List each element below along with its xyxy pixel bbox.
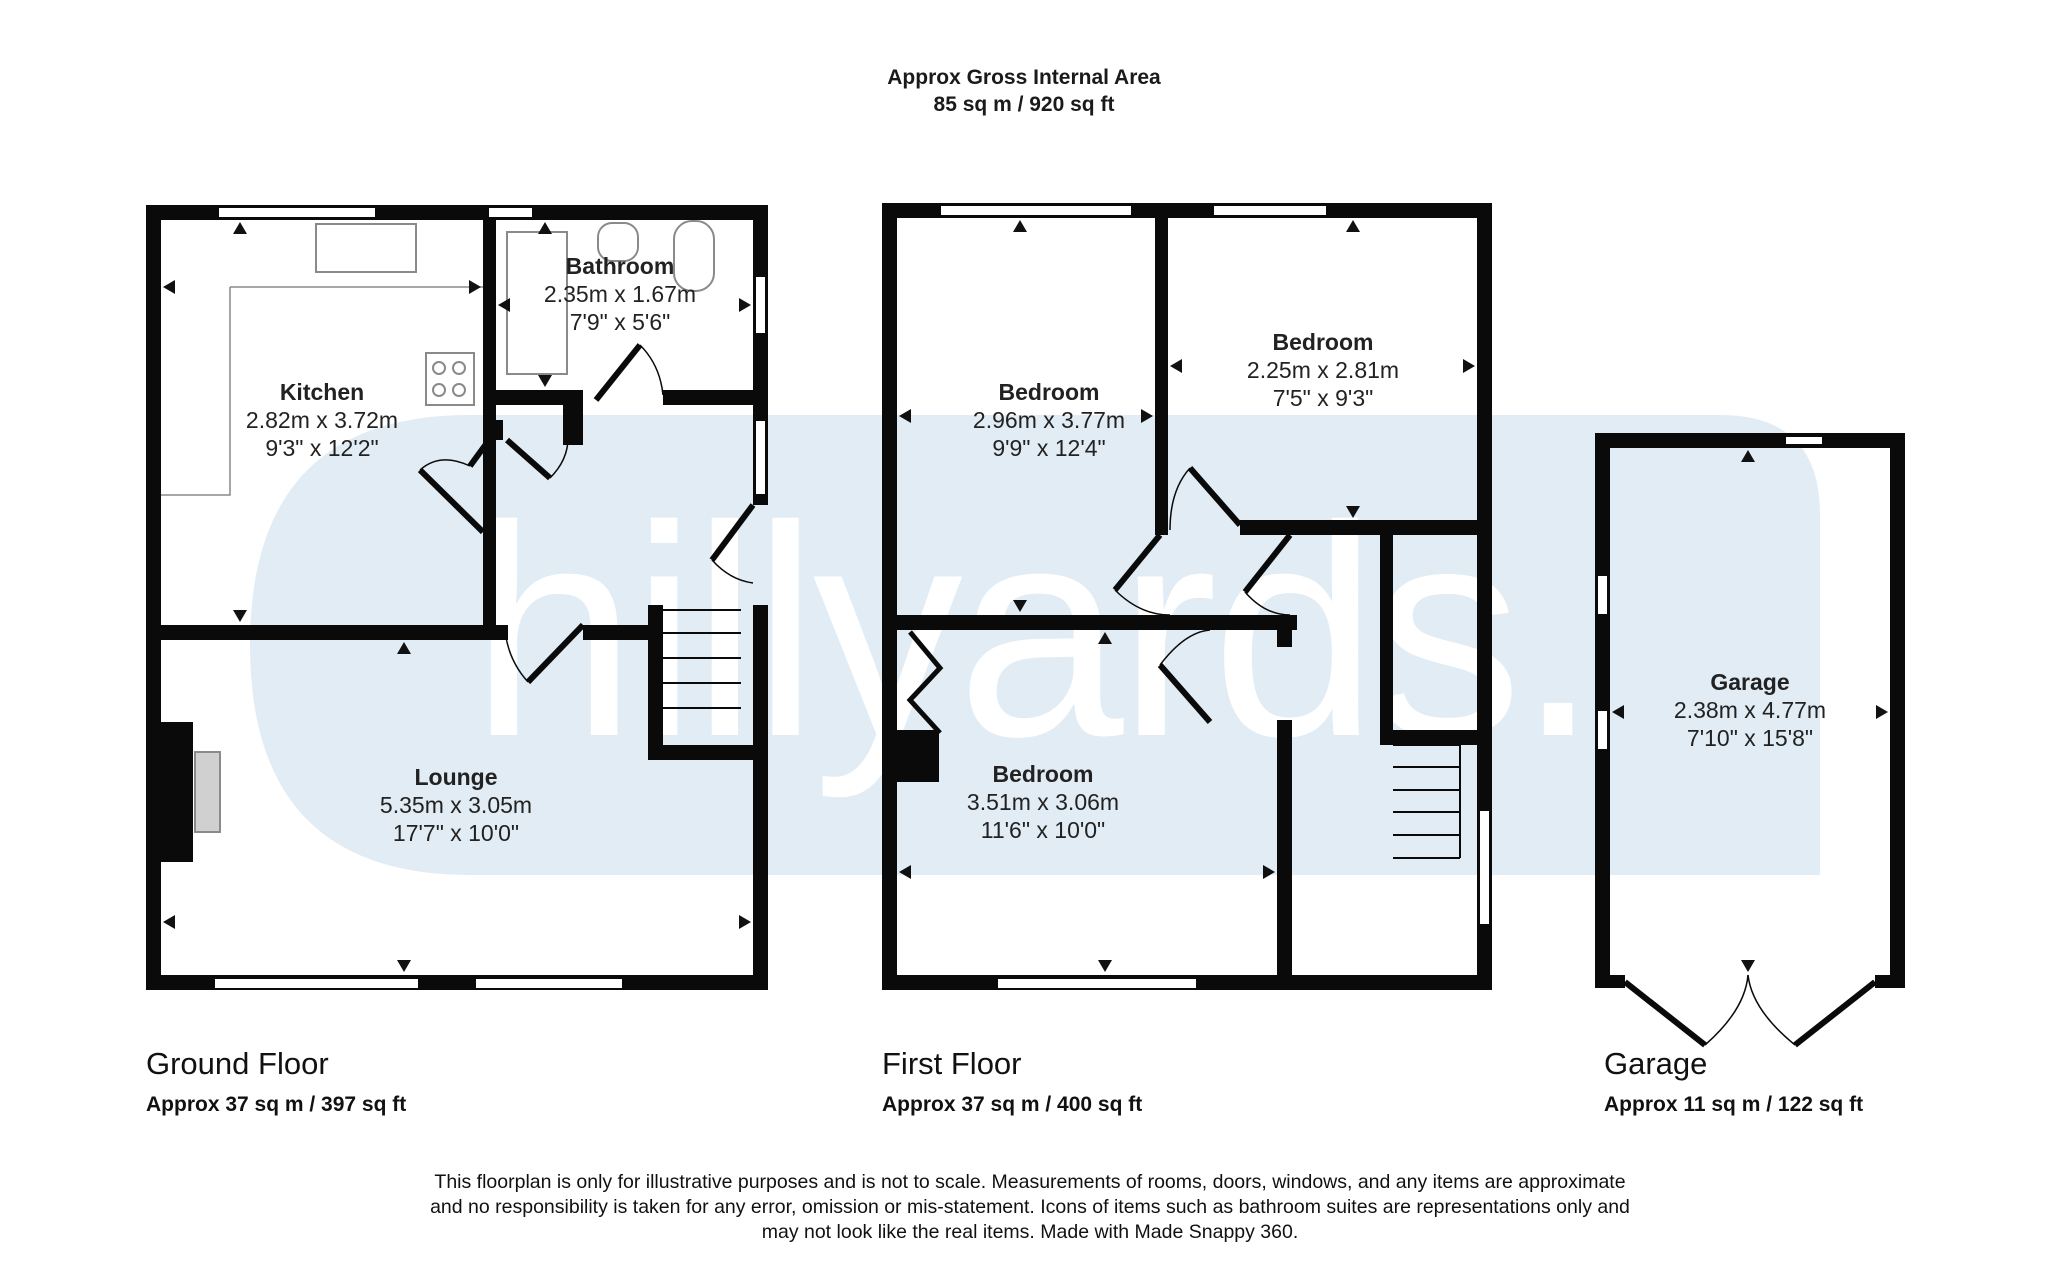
garage-windows	[1596, 435, 1824, 751]
room-metric: 2.25m x 2.81m	[1246, 357, 1400, 383]
room-imperial: 7'5" x 9'3"	[1272, 385, 1374, 411]
room-name: Kitchen	[279, 379, 365, 405]
garage-measure-arrows	[1612, 450, 1888, 972]
first-floor-area: Approx 37 sq m / 400 sq ft	[882, 1093, 1143, 1116]
room-metric: 2.35m x 1.67m	[543, 281, 697, 307]
disclaimer-line-1: This floorplan is only for illustrative …	[434, 1171, 1626, 1193]
room-name: Bedroom	[1272, 329, 1374, 355]
room-imperial: 7'10" x 15'8"	[1686, 725, 1814, 751]
garage-title: Garage	[1604, 1046, 1708, 1081]
ground-floor-title: Ground Floor	[146, 1046, 329, 1081]
ground-floor-fixtures	[161, 220, 715, 833]
room-bedroom-2: Bedroom 2.25m x 2.81m 7'5" x 9'3"	[1247, 328, 1399, 412]
room-name: Bathroom	[565, 253, 675, 279]
room-imperial: 9'9" x 12'4"	[992, 435, 1106, 461]
ground-floor-measure-arrows	[163, 222, 751, 972]
room-bathroom: Bathroom 2.35m x 1.67m 7'9" x 5'6"	[544, 252, 696, 336]
room-name: Garage	[1710, 669, 1790, 695]
gross-area-value: 85 sq m / 920 sq ft	[933, 93, 1115, 116]
first-floor-doors	[906, 466, 1293, 735]
room-metric: 2.96m x 3.77m	[972, 407, 1126, 433]
room-bedroom-3: Bedroom 3.51m x 3.06m 11'6" x 10'0"	[967, 760, 1119, 844]
first-floor-stairs	[1393, 744, 1461, 859]
first-floor-title: First Floor	[882, 1046, 1022, 1081]
ground-floor-windows	[213, 206, 767, 990]
room-metric: 2.82m x 3.72m	[245, 407, 399, 433]
ground-floor-area: Approx 37 sq m / 397 sq ft	[146, 1093, 407, 1116]
room-imperial: 11'6" x 10'0"	[980, 817, 1106, 843]
room-kitchen: Kitchen 2.82m x 3.72m 9'3" x 12'2"	[246, 378, 398, 462]
room-imperial: 17'7" x 10'0"	[392, 820, 520, 846]
room-metric: 3.51m x 3.06m	[966, 789, 1120, 815]
room-metric: 2.38m x 4.77m	[1673, 697, 1827, 723]
gross-area-title: Approx Gross Internal Area	[887, 66, 1161, 89]
basin-icon	[597, 222, 639, 262]
first-floor-windows	[939, 204, 1491, 990]
room-name: Bedroom	[998, 379, 1100, 405]
toilet-icon	[673, 220, 715, 292]
room-imperial: 9'3" x 12'2"	[265, 435, 379, 461]
room-imperial: 7'9" x 5'6"	[569, 309, 671, 335]
disclaimer: This floorplan is only for illustrative …	[330, 1170, 1730, 1245]
garage-area: Approx 11 sq m / 122 sq ft	[1604, 1093, 1864, 1116]
hob-icon	[425, 352, 475, 406]
room-bedroom-1: Bedroom 2.96m x 3.77m 9'9" x 12'4"	[973, 378, 1125, 462]
disclaimer-line-3: may not look like the real items. Made w…	[761, 1221, 1299, 1243]
ground-floor-doors	[417, 343, 756, 685]
room-name: Lounge	[414, 764, 498, 790]
room-name: Bedroom	[992, 761, 1094, 787]
disclaimer-line-2: and no responsibility is taken for any e…	[430, 1196, 1630, 1218]
first-floor-measure-arrows	[899, 220, 1475, 972]
sink-icon	[315, 223, 417, 273]
ground-floor-stairs	[663, 609, 741, 709]
fireplace-icon	[194, 751, 221, 833]
garage-doors	[1623, 974, 1877, 1048]
room-lounge: Lounge 5.35m x 3.05m 17'7" x 10'0"	[380, 763, 532, 847]
room-garage: Garage 2.38m x 4.77m 7'10" x 15'8"	[1674, 668, 1826, 752]
room-metric: 5.35m x 3.05m	[379, 792, 533, 818]
